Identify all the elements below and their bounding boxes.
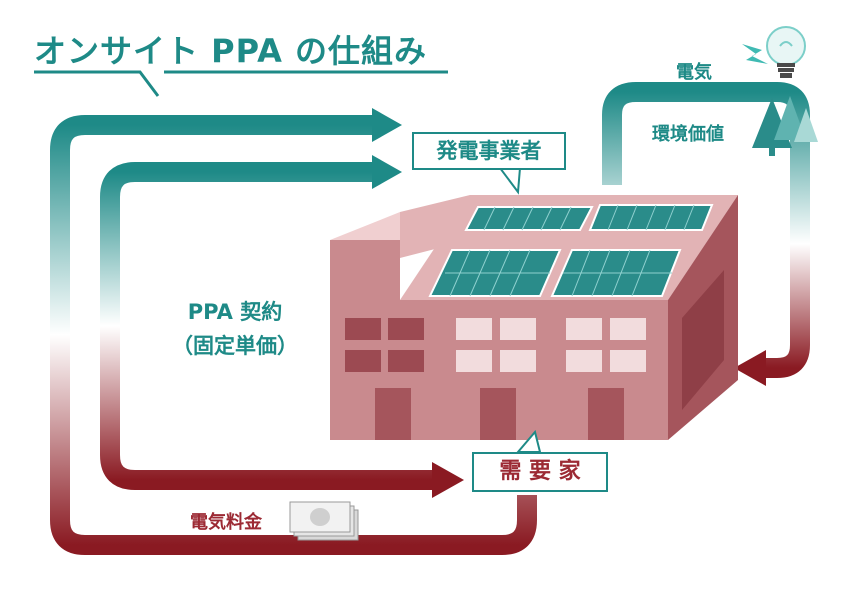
building <box>330 195 738 440</box>
electricity-label: 電気 <box>676 62 712 83</box>
title-underline <box>34 70 448 97</box>
consumer-callout: 需 要 家 <box>472 452 608 492</box>
building-door <box>588 388 624 440</box>
building-door <box>480 388 516 440</box>
environmental-value-label: 環境価値 <box>652 124 724 145</box>
tree-icon <box>752 96 818 156</box>
electricity-fee-label: 電気料金 <box>190 512 262 533</box>
inner-flow-arrow <box>100 155 464 498</box>
building-door <box>375 388 411 440</box>
solar-panels <box>428 204 714 297</box>
contract-label: PPA 契約 （固定単価） <box>160 296 310 360</box>
generator-callout: 発電事業者 <box>412 132 566 170</box>
building-windows <box>345 318 646 372</box>
lightning-icon <box>742 44 768 64</box>
contract-label-line1: PPA 契約 <box>187 300 283 324</box>
generator-callout-tail <box>498 167 522 195</box>
right-flow-arrow <box>602 82 810 386</box>
page-title: オンサイト PPA の仕組み <box>34 32 428 70</box>
outer-flow-arrow <box>50 108 537 555</box>
contract-label-line2: （固定単価） <box>172 334 298 358</box>
consumer-label: 需 要 家 <box>499 459 581 484</box>
generator-label: 発電事業者 <box>436 139 542 163</box>
lightbulb-icon <box>766 26 806 78</box>
banknote-icon <box>289 501 359 541</box>
